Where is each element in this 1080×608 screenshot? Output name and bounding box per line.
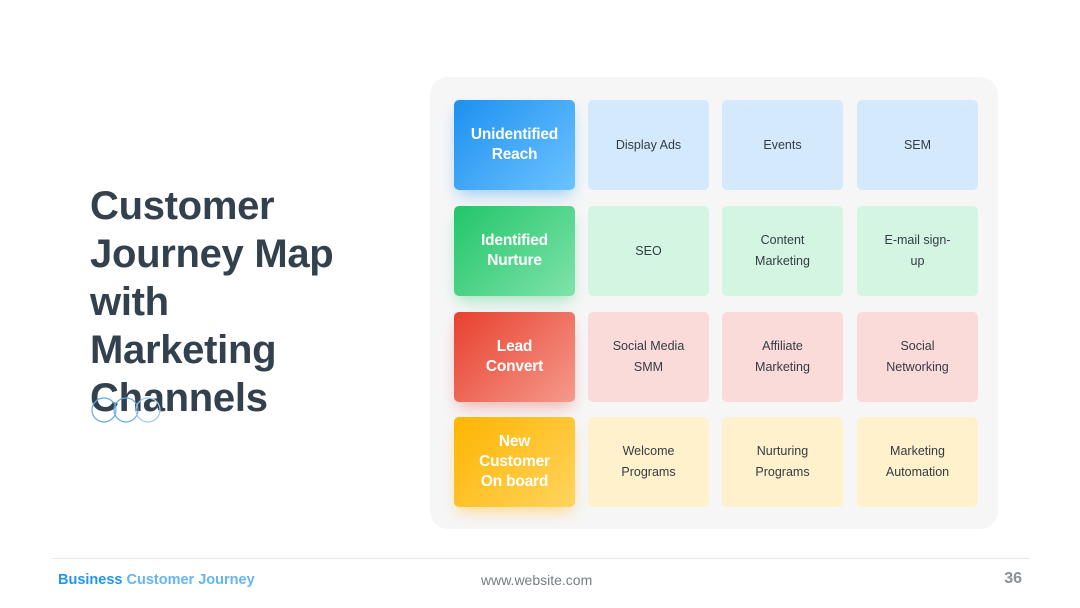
channel-sem: SEM [857,100,978,190]
stage-label: New Customer On board [479,433,550,490]
channel-seo: SEO [588,206,709,296]
circles-decoration-icon [91,397,161,423]
channel-welcome-programs: Welcome Programs [588,417,709,507]
stage-unidentified-reach: Unidentified Reach [454,100,575,190]
channel-email-signup: E-mail sign- up [857,206,978,296]
stage-label: Lead Convert [485,338,544,375]
channel-label: SEO [635,243,662,258]
footer-website: www.website.com [481,572,593,588]
page-number: 36 [1004,570,1022,587]
footer-brand-secondary: Customer Journey [126,572,255,588]
stage-label: Identified Nurture [481,232,548,269]
channel-label: Marketing Automation [885,444,950,479]
channel-marketing-automation: Marketing Automation [857,417,978,507]
channel-display-ads: Display Ads [588,100,709,190]
channel-label: SEM [903,137,932,152]
channel-label: Affiliate Marketing [755,339,810,374]
channel-label: Content Marketing [755,233,810,268]
channel-label: Display Ads [615,137,682,152]
channel-events: Events [722,100,843,190]
footer-divider [52,558,1030,559]
channel-label: Events [763,137,802,152]
channel-social-media-smm: Social Media SMM [588,312,709,402]
footer-brand: Business Customer Journey [58,570,255,590]
channel-label: Welcome Programs [621,444,676,479]
stage-label: Unidentified Reach [470,126,559,163]
channel-nurturing-programs: Nurturing Programs [722,417,843,507]
journey-row-unidentified-reach: Unidentified Reach Display Ads Events SE… [454,100,978,190]
slide-title: Customer Journey Map with Marketing Chan… [90,184,334,420]
channel-label: E-mail sign- up [884,233,951,268]
channel-affiliate-marketing: Affiliate Marketing [722,312,843,402]
channel-content-marketing: Content Marketing [722,206,843,296]
channel-label: Social Media SMM [612,339,685,374]
channel-label: Nurturing Programs [755,444,810,479]
footer-brand-primary: Business [58,572,123,588]
journey-row-identified-nurture: Identified Nurture SEO Content Marketing… [454,206,978,296]
channel-social-networking: Social Networking [857,312,978,402]
stage-identified-nurture: Identified Nurture [454,206,575,296]
channel-label: Social Networking [886,339,949,374]
journey-row-lead-convert: Lead Convert Social Media SMM Affiliate … [454,312,978,402]
stage-new-customer-onboard: New Customer On board [454,417,575,507]
stage-lead-convert: Lead Convert [454,312,575,402]
journey-row-new-customer-onboard: New Customer On board Welcome Programs N… [454,417,978,507]
